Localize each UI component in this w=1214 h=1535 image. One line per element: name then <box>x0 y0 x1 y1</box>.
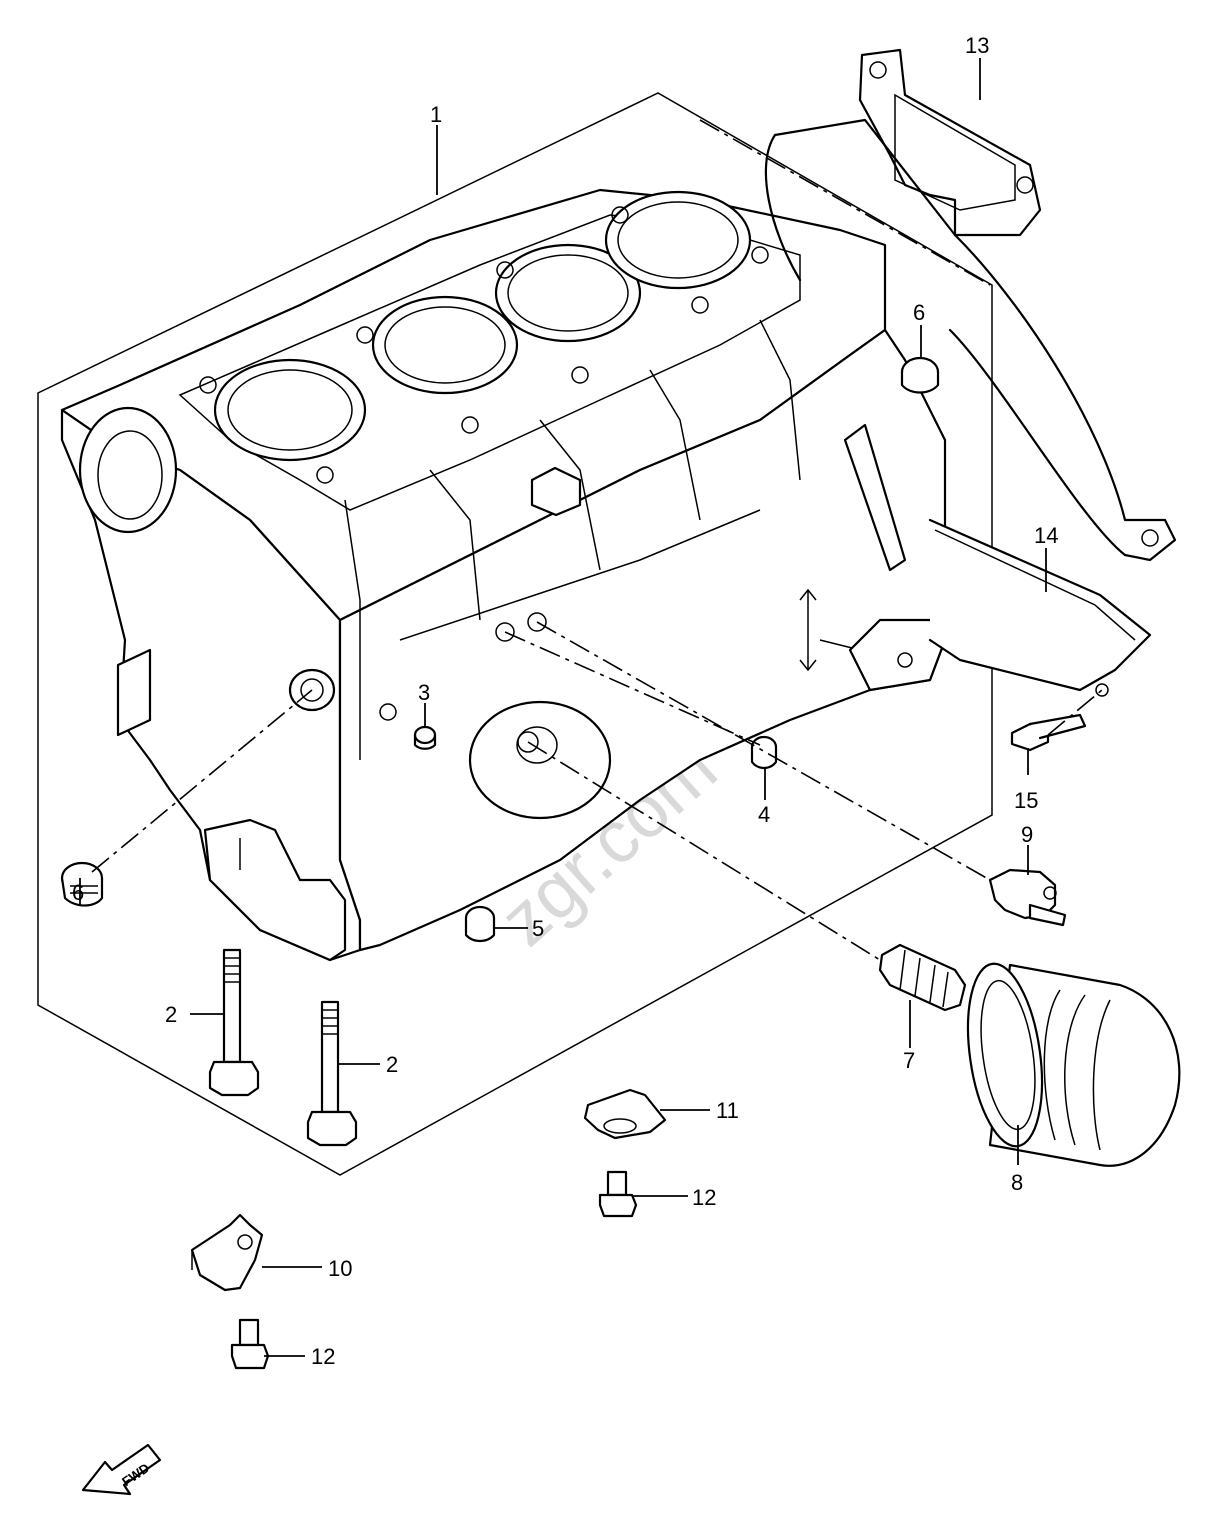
callout-4: 4 <box>758 802 770 827</box>
part-7-union-bolt <box>878 943 967 1012</box>
callout-5: 5 <box>532 916 544 941</box>
part-15-bolt <box>1010 713 1087 752</box>
callout-9: 9 <box>1021 822 1033 847</box>
assembly-boundary-box <box>37 92 993 1176</box>
callout-12-upper: 12 <box>692 1185 716 1210</box>
callout-6-right: 6 <box>913 300 925 325</box>
callout-14: 14 <box>1034 523 1058 548</box>
fwd-arrow-icon: FWD <box>81 1443 162 1496</box>
callout-3: 3 <box>418 680 430 705</box>
assembly-line-13 <box>699 119 991 286</box>
assembly-line-4 <box>504 631 761 746</box>
callout-1: 1 <box>430 102 442 127</box>
callout-2-right: 2 <box>386 1052 398 1077</box>
callout-13: 13 <box>965 33 989 58</box>
callout-12-lower: 12 <box>311 1344 335 1369</box>
callout-7: 7 <box>903 1048 915 1073</box>
part-11-bracket <box>583 1088 667 1140</box>
part-6-plug-left <box>60 861 104 907</box>
assembly-line-6-left <box>91 689 313 873</box>
part-14-oil-gauge-guide <box>928 518 1152 697</box>
part-2-bolt-right <box>306 1000 358 1147</box>
callout-15: 15 <box>1014 788 1038 813</box>
callout-8: 8 <box>1011 1170 1023 1195</box>
cylinder-block <box>60 188 947 962</box>
callout-10: 10 <box>328 1256 352 1281</box>
assembly-line-15 <box>1047 689 1103 736</box>
assembly-line-7 <box>527 741 881 961</box>
part-8-oil-filter <box>966 962 1181 1167</box>
callout-2-left: 2 <box>165 1002 177 1027</box>
part-9-oil-pressure-switch <box>988 868 1067 927</box>
part-6-plug-right <box>900 356 940 394</box>
part-10-bracket <box>190 1213 264 1292</box>
part-5-plug <box>464 905 496 943</box>
part-4-plug <box>750 735 778 770</box>
part-12-bolt-lower <box>230 1318 270 1370</box>
assembly-line-9 <box>536 621 991 881</box>
callout-11: 11 <box>716 1098 739 1123</box>
part-2-bolt-left <box>208 948 260 1097</box>
part-13-gasket <box>764 48 1177 562</box>
part-12-bolt-upper <box>598 1170 638 1218</box>
callout-6-left: 6 <box>72 880 84 905</box>
